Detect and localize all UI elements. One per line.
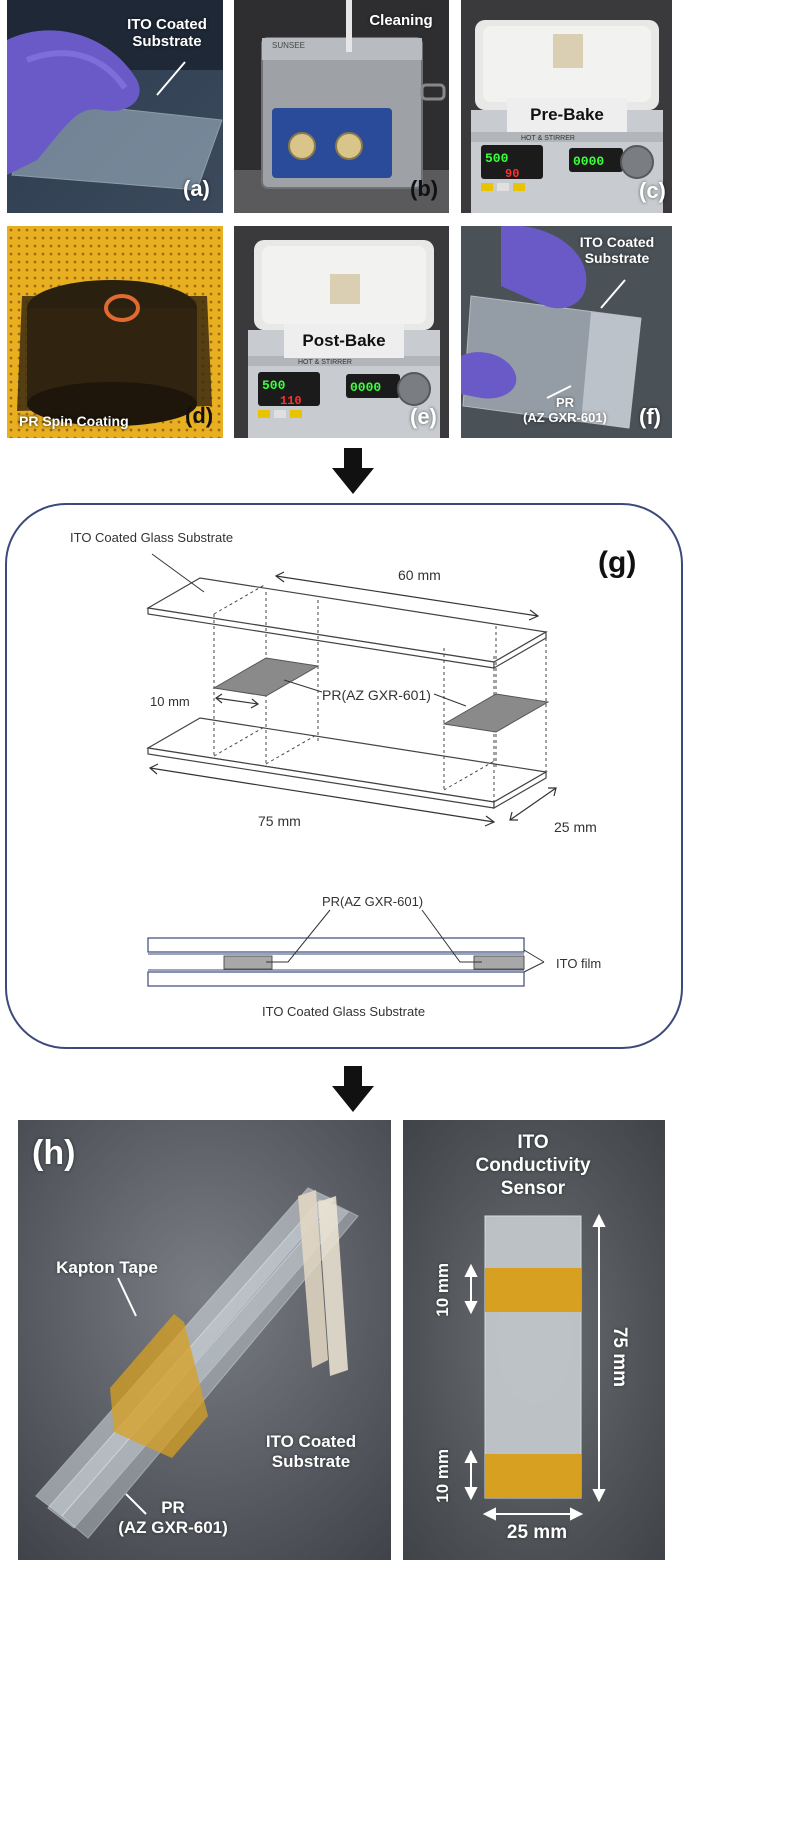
photo-c-image: 500 90 0000 HOT & STIRRER bbox=[461, 0, 672, 213]
photo-a-callout: ITO Coated Substrate bbox=[127, 16, 207, 51]
diagram-g: ITO Coated Glass Substrate 60 mm 10 mm P… bbox=[4, 502, 684, 1050]
photo-d-spin-coating: PR Spin Coating (d) bbox=[7, 226, 223, 438]
photo-b-cleaning: SUNSEE Cleaning (b) bbox=[234, 0, 449, 213]
photo-c-device: HOT & STIRRER bbox=[521, 135, 575, 142]
diagram-g-substrate-label: ITO Coated Glass Substrate bbox=[70, 530, 233, 545]
photo-sensor-length: 75 mm bbox=[608, 1326, 630, 1388]
photo-d-image bbox=[7, 226, 223, 438]
photo-f-pr-coated: ITO Coated Substrate PR (AZ GXR-601) (f) bbox=[461, 226, 672, 438]
photo-c-display-temp: 90 bbox=[505, 167, 519, 181]
photo-c-id: (c) bbox=[639, 178, 666, 203]
diagram-g-length-60: 60 mm bbox=[398, 567, 441, 583]
down-arrow-icon-1 bbox=[332, 448, 374, 494]
diagram-g-ito-film: ITO film bbox=[556, 956, 601, 971]
photo-e-box-label: Post-Bake bbox=[284, 324, 404, 358]
photo-sensor: ITO Conductivity Sensor 10 mm 10 mm 75 m… bbox=[403, 1120, 665, 1560]
photo-f-callout-bottom: PR (AZ GXR-601) bbox=[523, 395, 607, 425]
photo-a-image bbox=[7, 0, 223, 213]
down-arrow-icon-2 bbox=[332, 1066, 374, 1112]
photo-b-image: SUNSEE bbox=[234, 0, 449, 213]
photo-f-id: (f) bbox=[639, 404, 661, 429]
photo-b-callout: Cleaning bbox=[369, 12, 433, 29]
photo-sensor-top-width: 10 mm bbox=[433, 1262, 453, 1317]
photo-d-id: (d) bbox=[185, 403, 214, 428]
photo-a-ito-substrate: ITO Coated Substrate (a) bbox=[7, 0, 223, 213]
diagram-g-cross-pr-label: PR(AZ GXR-601) bbox=[322, 894, 423, 909]
photo-sensor-image bbox=[403, 1120, 665, 1560]
photo-b-brand: SUNSEE bbox=[272, 41, 305, 50]
photo-d-caption: PR Spin Coating bbox=[19, 413, 129, 429]
photo-e-display-left: 500 bbox=[262, 378, 286, 393]
photo-e-display-right: 0000 bbox=[350, 380, 381, 395]
photo-a-id: (a) bbox=[183, 176, 210, 201]
photo-f-callout-top: ITO Coated Substrate bbox=[579, 234, 655, 267]
photo-h-assembled: (h) Kapton Tape ITO Coated Substrate PR … bbox=[18, 1120, 391, 1560]
photo-c-display-right: 0000 bbox=[573, 154, 604, 169]
photo-sensor-bottom-width: 10 mm bbox=[433, 1448, 453, 1503]
photo-sensor-title: ITO Conductivity Sensor bbox=[475, 1132, 591, 1199]
photo-h-kapton: Kapton Tape bbox=[56, 1258, 158, 1277]
photo-e-id: (e) bbox=[410, 404, 437, 429]
photo-h-image bbox=[18, 1120, 391, 1560]
photo-sensor-width: 25 mm bbox=[506, 1522, 568, 1543]
photo-e-device: HOT & STIRRER bbox=[298, 359, 352, 366]
photo-e-display-temp: 110 bbox=[280, 394, 302, 408]
photo-c-box-label: Pre-Bake bbox=[507, 98, 627, 132]
photo-c-prebake: 500 90 0000 HOT & STIRRER Pre-Bake (c) bbox=[461, 0, 672, 213]
photo-h-id: (h) bbox=[32, 1134, 76, 1172]
photo-e-postbake: 500 110 0000 HOT & STIRRER Post-Bake (e) bbox=[234, 226, 449, 438]
diagram-g-svg: ITO Coated Glass Substrate 60 mm 10 mm P… bbox=[5, 503, 683, 1049]
photo-h-pr: PR (AZ GXR-601) bbox=[118, 1498, 228, 1537]
photo-c-display-left: 500 bbox=[485, 151, 509, 166]
photo-h-ito-substrate: ITO Coated Substrate bbox=[265, 1432, 357, 1471]
diagram-g-width-10: 10 mm bbox=[150, 694, 190, 709]
diagram-g-width-25: 25 mm bbox=[554, 819, 597, 835]
diagram-g-id: (g) bbox=[598, 546, 636, 579]
photo-b-id: (b) bbox=[410, 176, 439, 201]
diagram-g-cross-substrate: ITO Coated Glass Substrate bbox=[262, 1004, 425, 1019]
photo-f-image bbox=[461, 226, 672, 438]
diagram-g-length-75: 75 mm bbox=[258, 813, 301, 829]
diagram-g-pr-label: PR(AZ GXR-601) bbox=[322, 687, 431, 703]
